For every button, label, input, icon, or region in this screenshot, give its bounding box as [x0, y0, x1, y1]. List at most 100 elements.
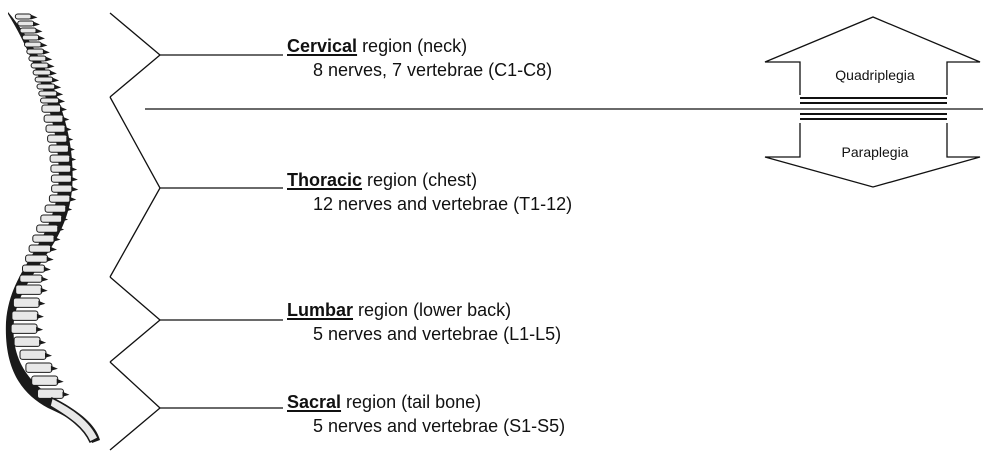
vertebra	[14, 337, 40, 346]
vertebra	[11, 324, 37, 333]
sacral-region-label: Sacral region (tail bone) 5 nerves and v…	[287, 390, 717, 438]
vertebra	[33, 70, 51, 75]
spinous-process	[62, 117, 69, 122]
spinous-process	[56, 92, 63, 97]
thoracic-region-label: Thoracic region (chest) 12 nerves and ve…	[287, 168, 717, 216]
vertebra	[41, 215, 62, 222]
lumbar-bracket	[110, 277, 283, 362]
vertebra	[20, 275, 43, 282]
vertebra	[42, 105, 61, 112]
spinal-column-illustration	[6, 12, 100, 443]
vertebra	[22, 35, 39, 40]
vertebra	[26, 363, 52, 372]
thoracic-bracket	[110, 97, 283, 277]
vertebra	[38, 389, 64, 398]
vertebra	[13, 298, 39, 307]
sacral-name: Sacral	[287, 392, 341, 412]
spinous-process	[38, 301, 45, 306]
vertebra	[20, 28, 37, 33]
tail-bone	[50, 398, 98, 442]
spinous-process	[65, 127, 72, 132]
spinous-process	[60, 107, 67, 112]
spinous-process	[58, 99, 65, 104]
spinous-process	[37, 314, 44, 319]
vertebra	[37, 225, 59, 232]
spinous-process	[47, 257, 54, 262]
thoracic-suffix: region (chest)	[362, 170, 477, 190]
spinous-process	[41, 43, 48, 48]
sacral-suffix: region (tail bone)	[341, 392, 481, 412]
spinous-process	[31, 15, 38, 20]
spinous-process	[36, 29, 43, 34]
vertebra	[12, 311, 38, 320]
lumbar-suffix: region (lower back)	[353, 300, 511, 320]
vertebra	[15, 14, 31, 19]
spinous-process	[69, 197, 76, 202]
spinous-process	[63, 392, 70, 397]
vertebra	[29, 245, 51, 252]
vertebra	[27, 49, 44, 54]
spinous-process	[50, 71, 57, 76]
vertebra	[35, 77, 53, 82]
spinous-process	[45, 57, 52, 62]
spinous-process	[48, 64, 55, 69]
vertebra	[48, 135, 68, 142]
vertebra	[45, 205, 66, 212]
vertebra	[16, 285, 42, 294]
vertebra	[31, 63, 49, 68]
vertebra	[29, 56, 46, 61]
sacral-bracket	[110, 362, 283, 450]
quadriplegia-label: Quadriplegia	[800, 66, 950, 84]
vertebra	[23, 265, 45, 272]
vertebra	[33, 235, 55, 242]
paraplegia-label: Paraplegia	[800, 143, 950, 161]
cervical-name: Cervical	[287, 36, 357, 56]
spinous-process	[36, 327, 43, 332]
vertebra	[18, 21, 34, 26]
vertebra	[46, 125, 66, 132]
vertebra	[26, 255, 48, 262]
vertebra	[37, 84, 55, 89]
vertebra	[44, 115, 63, 122]
spinous-process	[44, 267, 51, 272]
thoracic-name: Thoracic	[287, 170, 362, 190]
lumbar-detail: 5 nerves and vertebrae (L1-L5)	[287, 322, 717, 346]
vertebra	[20, 350, 46, 359]
spinous-process	[57, 379, 64, 384]
spinous-process	[71, 177, 78, 182]
vertebra	[51, 175, 72, 182]
spinous-process	[41, 277, 48, 282]
vertebra	[32, 376, 58, 385]
spinous-process	[45, 353, 52, 358]
vertebra	[39, 91, 57, 96]
vertebra	[49, 195, 70, 202]
cervical-region-label: Cervical region (neck) 8 nerves, 7 verte…	[287, 34, 717, 82]
spinous-process	[69, 157, 76, 162]
vertebra	[49, 145, 69, 152]
cervical-bracket	[110, 13, 283, 97]
spinous-process	[70, 167, 77, 172]
spinous-process	[51, 366, 58, 371]
spinous-process	[41, 288, 48, 293]
cervical-detail: 8 nerves, 7 vertebrae (C1-C8)	[287, 58, 717, 82]
spinous-process	[66, 137, 73, 142]
lumbar-name: Lumbar	[287, 300, 353, 320]
thoracic-detail: 12 nerves and vertebrae (T1-12)	[287, 192, 717, 216]
spinous-process	[33, 22, 40, 27]
spinous-process	[43, 50, 50, 55]
vertebra	[51, 165, 71, 172]
lumbar-region-label: Lumbar region (lower back) 5 nerves and …	[287, 298, 717, 346]
sacral-detail: 5 nerves and vertebrae (S1-S5)	[287, 414, 717, 438]
spinous-process	[38, 36, 45, 41]
spinous-process	[39, 340, 46, 345]
vertebra	[50, 155, 70, 162]
spinous-process	[71, 187, 78, 192]
spinous-process	[54, 85, 61, 90]
cervical-suffix: region (neck)	[357, 36, 467, 56]
spinous-process	[50, 247, 57, 252]
spinous-process	[52, 78, 59, 83]
spinous-process	[68, 147, 75, 152]
vertebra	[52, 185, 73, 192]
vertebra	[25, 42, 42, 47]
